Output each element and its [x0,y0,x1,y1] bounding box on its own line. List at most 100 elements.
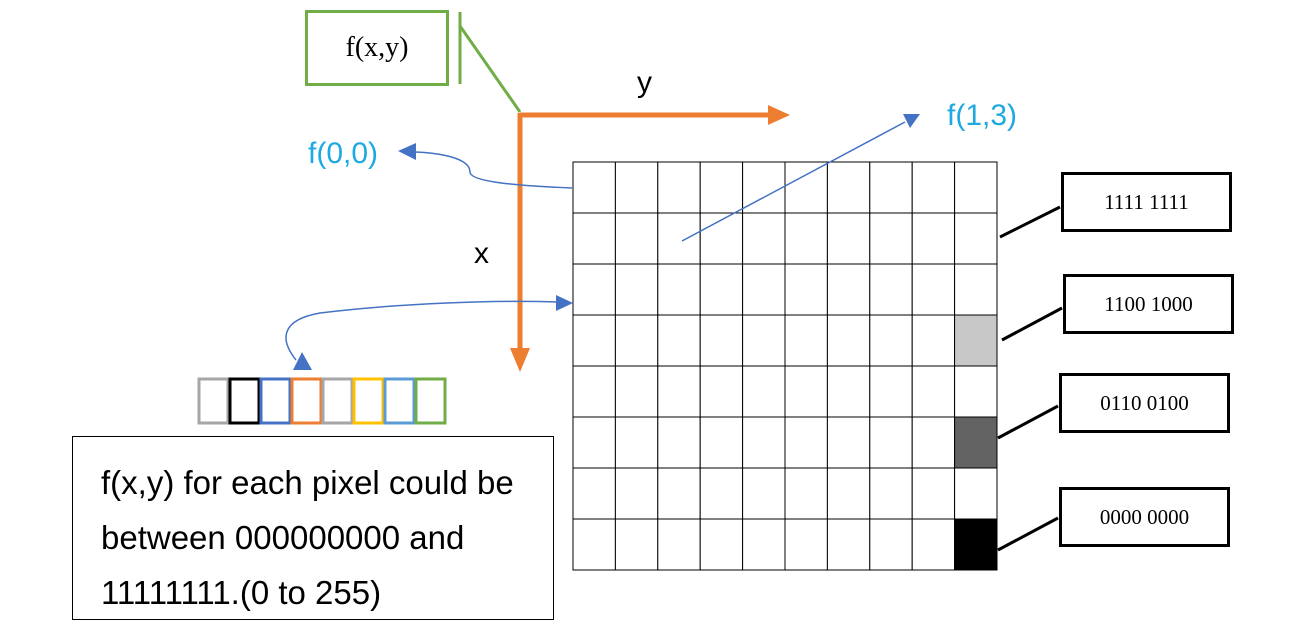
bit-cell-7 [414,377,447,425]
pixel-cell-r4-c5 [784,365,828,418]
byte-label-4-text: 0000 0000 [1099,504,1190,529]
pixel-cell-r5-c5 [784,416,828,469]
byte-connector-1 [999,205,1061,239]
bit-strip [197,377,447,425]
pixel-cell-r4-c1 [614,365,659,418]
pointer-f00 [414,151,573,189]
pixel-cell-r7-c6 [826,518,871,571]
pixel-cell-r0-c7 [869,161,913,214]
pixel-cell-r0-c8 [911,161,956,214]
pixel-cell-r7-c5 [784,518,828,571]
pixel-cell-r5-c9 [954,416,998,469]
connector-line [458,25,522,113]
pixel-cell-r5-c2 [657,416,701,469]
pixel-cell-r6-c4 [742,467,786,520]
pixel-cell-r1-c6 [826,212,871,265]
pixel-cell-r2-c8 [911,263,956,316]
pixel-cell-r3-c0 [572,314,616,367]
pixel-cell-r2-c6 [826,263,871,316]
pixel-cell-r1-c1 [614,212,659,265]
pixel-cell-r7-c3 [699,518,744,571]
bit-cell-2 [259,377,292,425]
pixel-cell-r6-c0 [572,467,616,520]
byte-label-3-text: 0110 0100 [1100,390,1189,415]
pixel-cell-r0-c1 [614,161,659,214]
pixel-cell-r6-c6 [826,467,871,520]
pixel-cell-r1-c7 [869,212,913,265]
bit-cell-0 [197,377,230,425]
pointer-bits-arrowhead-strip [293,352,312,370]
pixel-cell-r0-c6 [826,161,871,214]
fxy-label-box: f(x,y) [305,10,449,86]
pixel-cell-r4-c4 [742,365,786,418]
pixel-cell-r6-c5 [784,467,828,520]
pixel-cell-r7-c9 [954,518,998,571]
pixel-cell-r4-c3 [699,365,744,418]
pixel-cell-r6-c1 [614,467,659,520]
bit-cell-4 [321,377,354,425]
pixel-cell-r1-c2 [657,212,701,265]
pointer-f00-arrowhead [398,143,416,160]
pixel-cell-r2-c0 [572,263,616,316]
pixel-cell-r0-c5 [784,161,828,214]
pixel-cell-r3-c1 [614,314,659,367]
pixel-cell-r1-c0 [572,212,616,265]
bit-cell-3 [290,377,323,425]
pixel-cell-r3-c7 [869,314,913,367]
pointer-f13-arrowhead [903,114,920,128]
pixel-cell-r7-c1 [614,518,659,571]
bit-cell-6 [383,377,416,425]
pixel-cell-r0-c9 [954,161,998,214]
pixel-cell-r1-c9 [954,212,998,265]
pixel-range-note: f(x,y) for each pixel could be between 0… [72,436,554,620]
pixel-cell-r3-c9 [954,314,998,367]
pixel-grid [572,161,998,571]
byte-connector-4 [997,516,1059,552]
axis-y-arrowhead [768,105,790,125]
pixel-cell-r2-c2 [657,263,701,316]
axis-x-arrowhead [510,348,530,372]
pixel-cell-r7-c2 [657,518,701,571]
pixel-cell-r3-c4 [742,314,786,367]
pixel-cell-r0-c3 [699,161,744,214]
pixel-cell-r7-c0 [572,518,616,571]
byte-label-1: 1111 1111 [1061,172,1232,232]
pixel-cell-r2-c4 [742,263,786,316]
pixel-cell-r5-c1 [614,416,659,469]
pixel-cell-r5-c8 [911,416,956,469]
pixel-cell-r4-c7 [869,365,913,418]
pixel-cell-r7-c4 [742,518,786,571]
pixel-cell-r3-c6 [826,314,871,367]
pixel-cell-r6-c9 [954,467,998,520]
pointer-bits-arrowhead-grid [556,295,573,311]
pointer-f13 [681,121,906,242]
fxy-label-text: f(x,y) [345,32,409,63]
pixel-cell-r3-c5 [784,314,828,367]
pixel-cell-r5-c3 [699,416,744,469]
pixel-cell-r1-c3 [699,212,744,265]
pixel-cell-r4-c8 [911,365,956,418]
pixel-cell-r2-c9 [954,263,998,316]
pixel-cell-r1-c5 [784,212,828,265]
byte-label-3: 0110 0100 [1059,373,1230,433]
axis-x-label: x [474,237,489,270]
f13-label: f(1,3) [947,99,1018,132]
byte-connector-2 [1001,306,1063,342]
f00-label: f(0,0) [308,137,379,170]
pixel-cell-r4-c6 [826,365,871,418]
pixel-cell-r4-c2 [657,365,701,418]
axis-y-label: y [637,66,652,99]
byte-label-1-text: 1111 1111 [1104,189,1189,214]
pixel-cell-r2-c3 [699,263,744,316]
pixel-cell-r1-c8 [911,212,956,265]
pixel-cell-r7-c8 [911,518,956,571]
pointer-bits-to-grid [285,300,559,361]
pixel-cell-r6-c8 [911,467,956,520]
bit-cell-5 [352,377,385,425]
byte-label-4: 0000 0000 [1059,487,1230,547]
pixel-cell-r3-c2 [657,314,701,367]
pixel-cell-r6-c7 [869,467,913,520]
pixel-cell-r0-c2 [657,161,701,214]
